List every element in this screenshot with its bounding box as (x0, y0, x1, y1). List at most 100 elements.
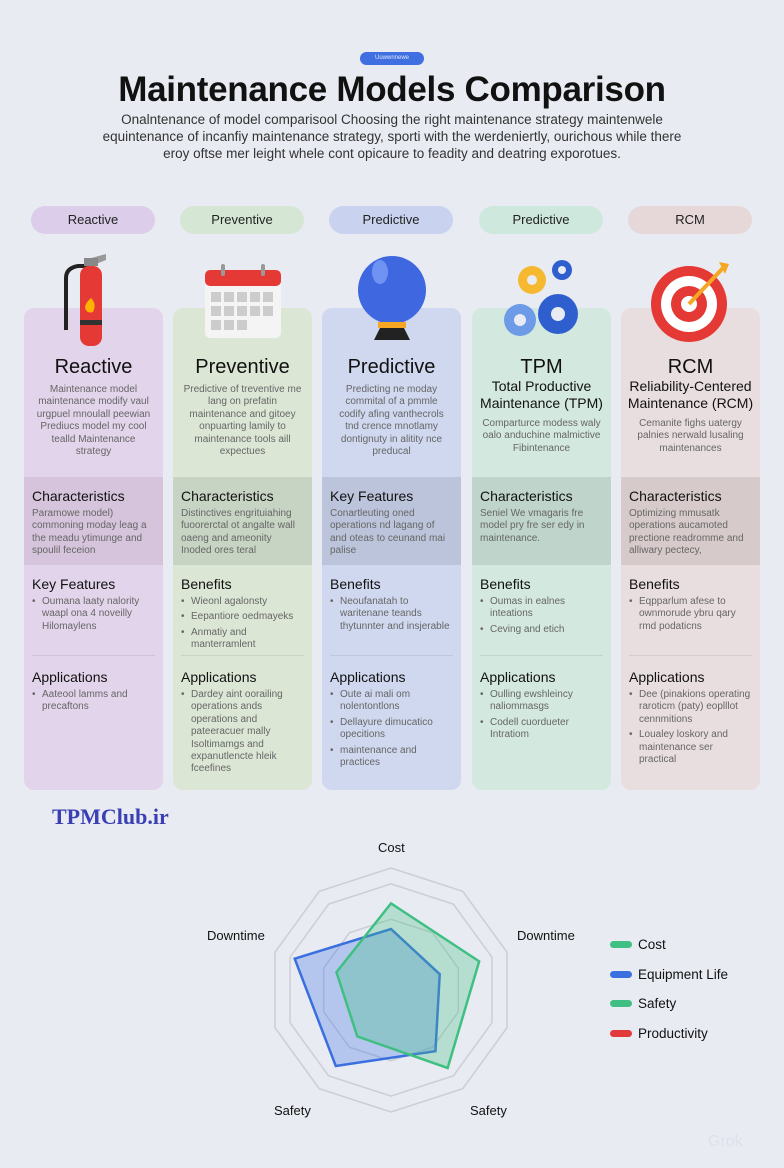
radar-axis-label: Safety (470, 1103, 507, 1118)
section-heading: Characteristics (629, 488, 722, 504)
card-section-2: Key FeaturesOumana laaty nalority waapl … (24, 565, 163, 655)
s1-text: Paramowe model) commoning moday leag a t… (32, 508, 147, 557)
s1-text: Optimizing mmusatk operations aucamoted … (629, 508, 744, 557)
card-section-3: ApplicationsAateool lamms and precaftons (32, 655, 155, 714)
card-section-3: ApplicationsDee (pinakions operating rar… (629, 655, 752, 766)
tab-rcm[interactable]: RCM (628, 206, 752, 234)
bullet-item: Wieonl agalonsty (181, 596, 304, 609)
bullet-item: Neoufanatah to waritenane teands thytunn… (330, 596, 453, 633)
card-section-2: BenefitsOumas in ealnes inteationsCeving… (472, 565, 611, 655)
card-description: Predictive of treventive me lang on pref… (183, 384, 302, 458)
s1-text: Conartleuting oned operations nd lagang … (330, 508, 446, 557)
section-heading: Characteristics (480, 488, 573, 504)
legend-swatch (610, 970, 632, 978)
legend-swatch (610, 941, 632, 948)
header-badge: Uuwwnnewe (360, 52, 424, 65)
radar-axis-label: Cost (378, 840, 405, 855)
card-title: Predictive (347, 356, 436, 378)
fire-extinguisher-icon (44, 250, 144, 346)
section-heading: Characteristics (32, 488, 125, 504)
card-title: RCM (667, 356, 714, 378)
s2-list: Neoufanatah to waritenane teands thytunn… (330, 596, 453, 633)
section-heading: Benefits (181, 576, 232, 592)
section-heading: Benefits (480, 576, 531, 592)
s3-list: Oute ai mali om nolentontlonsDellayure d… (330, 689, 453, 769)
card-subtitle: Total Productive Maintenance (TPM) (480, 378, 603, 411)
section-heading: Applications (330, 669, 406, 685)
gears-icon (492, 250, 592, 346)
legend-item: Productivity (610, 1026, 708, 1041)
s3-list: Oulling ewshleincy naliommasgsCodell cuo… (480, 689, 603, 742)
bullet-item: Dellayure dimucatico opecitions (330, 717, 453, 742)
model-card-reactive: Reactive Maintenance model maintenance m… (24, 308, 163, 790)
bullet-item: Loualey loskory and maintenance ser prac… (629, 729, 752, 766)
bullet-item: Oumas in ealnes inteations (480, 596, 603, 621)
legend-swatch (610, 1029, 632, 1037)
model-card-preventive: Preventive Predictive of treventive me l… (173, 308, 312, 790)
page-subtitle: Onalntenance of model comparisool Choosi… (102, 112, 682, 161)
section-heading: Applications (629, 669, 705, 685)
card-title: TPM (520, 356, 563, 378)
corner-watermark: Grok (708, 1133, 743, 1150)
legend-item: Equipment Life (610, 967, 728, 982)
card-section-2: BenefitsWieonl agalonstyEepantiore oedma… (173, 565, 312, 655)
s2-list: Wieonl agalonstyEepantiore oedmayeksAnma… (181, 596, 304, 652)
tab-reactive[interactable]: Reactive (31, 206, 155, 234)
card-description: Cemanite fighs uatergy palnies nerwald l… (637, 418, 744, 454)
section-heading: Characteristics (181, 488, 274, 504)
bullet-item: Ceving and etich (480, 624, 603, 637)
radar-grid-ring (322, 918, 460, 1062)
radar-axis-label: Safety (274, 1103, 311, 1118)
section-heading: Applications (480, 669, 556, 685)
s3-list: Aateool lamms and precaftons (32, 689, 155, 714)
calendar-icon (193, 250, 293, 346)
card-description: Comparturce modess waly oalo anduchine m… (482, 418, 601, 454)
s2-list: Oumana laaty nalority waapl ona 4 noveil… (32, 596, 155, 633)
section-heading: Key Features (32, 576, 116, 592)
radar-series-safety (335, 901, 481, 1070)
tab-tpm[interactable]: Predictive (479, 206, 603, 234)
bullet-item: Dardey aint oorailing operations ands op… (181, 689, 304, 776)
legend-label: Equipment Life (638, 966, 729, 982)
bullet-item: Oumana laaty nalority waapl ona 4 noveil… (32, 596, 155, 633)
s1-text: Seniel We vmagaris fre model pry fre ser… (480, 508, 585, 544)
crystal-ball-icon (342, 250, 442, 346)
model-card-tpm: TPM Total Productive Maintenance (TPM) C… (472, 308, 611, 790)
legend-item: Safety (610, 996, 676, 1011)
card-subtitle: Reliability-Centered Maintenance (RCM) (627, 378, 754, 411)
bullet-item: Dee (pinakions operating raroticm (paty)… (629, 689, 752, 726)
bullet-item: Codell cuordueter Intratiom (480, 717, 603, 742)
tab-preventive[interactable]: Preventive (180, 206, 304, 234)
legend-swatch (610, 1000, 632, 1007)
card-section-3: ApplicationsOute ai mali om nolentontlon… (330, 655, 453, 769)
bullet-item: Oulling ewshleincy naliommasgs (480, 689, 603, 714)
tab-predictive[interactable]: Predictive (329, 206, 453, 234)
s3-list: Dee (pinakions operating raroticm (paty)… (629, 689, 752, 766)
target-icon (641, 250, 741, 346)
legend-item: Cost (610, 937, 666, 952)
bullet-item: Anmatiy and manterramlent (181, 627, 304, 652)
card-description: Maintenance model maintenance modify vau… (36, 384, 151, 458)
card-description: Predicting ne moday commital of a pmmle … (339, 384, 444, 458)
section-heading: Applications (181, 669, 257, 685)
section-heading: Key Features (330, 488, 414, 504)
model-card-predictive: Predictive Predicting ne moday commital … (322, 308, 461, 790)
radar-axis-label: Downtime (207, 928, 265, 943)
bullet-item: maintenance and practices (330, 745, 453, 770)
page-title: Maintenance Models Comparison (118, 70, 666, 109)
bullet-item: Aateool lamms and precaftons (32, 689, 155, 714)
radar-axis-label: Downtime (517, 928, 575, 943)
radar-series-equipment-life (293, 927, 442, 1068)
s2-list: Eqpparlum afese to ownmorude ybru qary r… (629, 596, 752, 633)
s2-list: Oumas in ealnes inteationsCeving and eti… (480, 596, 603, 637)
radar-grid-ring (274, 867, 508, 1113)
card-title: Preventive (195, 356, 290, 378)
model-card-rcm: RCM Reliability-Centered Maintenance (RC… (621, 308, 760, 790)
s3-list: Dardey aint oorailing operations ands op… (181, 689, 304, 776)
bullet-item: Oute ai mali om nolentontlons (330, 689, 453, 714)
radar-grid-ring (289, 883, 493, 1097)
